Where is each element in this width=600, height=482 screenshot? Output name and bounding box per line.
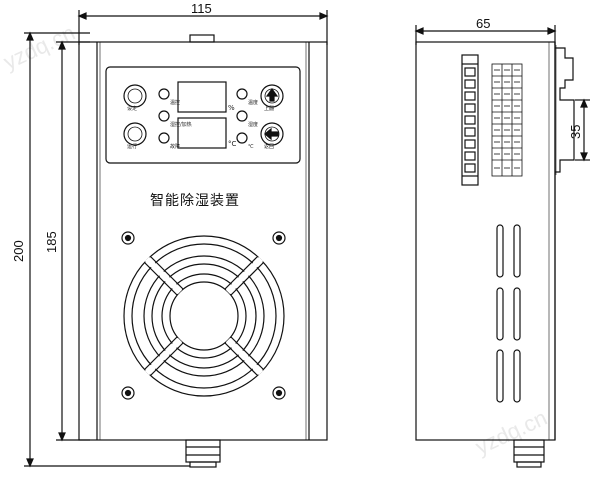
terminal-block-icon [461, 54, 479, 186]
dim-front-height-inner: 185 [44, 231, 59, 253]
device-label: 智能除湿装置 [150, 193, 240, 209]
display-bottom [177, 117, 227, 149]
dim-mount-height: 35 [568, 125, 583, 139]
side-body [415, 41, 556, 441]
led-label-4: 温度 [248, 99, 258, 106]
vent-slot-icon [496, 224, 521, 403]
din-rail-mount [555, 45, 575, 175]
led-label-6: ℃ [248, 144, 254, 150]
watermark-left: yzdq.cn [0, 20, 79, 75]
button-up[interactable] [260, 84, 284, 108]
button-run[interactable] [123, 122, 147, 146]
front-body [78, 41, 328, 441]
front-height-dimension-outer [24, 31, 190, 468]
display-unit-bottom: °C [228, 140, 237, 148]
control-panel [105, 66, 301, 164]
indicator-leds [158, 88, 248, 144]
terminal-grid [491, 63, 523, 177]
led-label-5: 湿度 [248, 121, 258, 128]
button-back[interactable] [260, 122, 284, 146]
display-unit-top: % [228, 104, 235, 112]
front-width-dimension [77, 10, 329, 45]
display-top [177, 81, 227, 113]
label-up: 上翻 [264, 105, 274, 112]
label-set: 设定 [127, 105, 137, 112]
fan-icon [123, 235, 285, 397]
led-label-3: 故障 [170, 143, 180, 150]
dim-front-width: 115 [191, 1, 212, 16]
side-bottom-connector [513, 439, 545, 468]
watermark-right: yzdq.cn [472, 405, 551, 460]
label-run: 运行 [127, 143, 137, 150]
mount-height-dimension [575, 98, 590, 162]
dim-side-depth: 65 [476, 16, 490, 31]
screw-icon [121, 231, 286, 400]
led-label-1: 温控 [170, 99, 180, 106]
top-bracket [189, 34, 215, 43]
dim-front-height-outer: 200 [11, 240, 26, 262]
button-set[interactable] [123, 84, 147, 108]
led-label-2: 湿控/加热 [170, 121, 192, 128]
front-bottom-connector [185, 439, 221, 468]
label-back: 返回 [264, 143, 274, 150]
front-height-dimension-inner [56, 40, 90, 442]
